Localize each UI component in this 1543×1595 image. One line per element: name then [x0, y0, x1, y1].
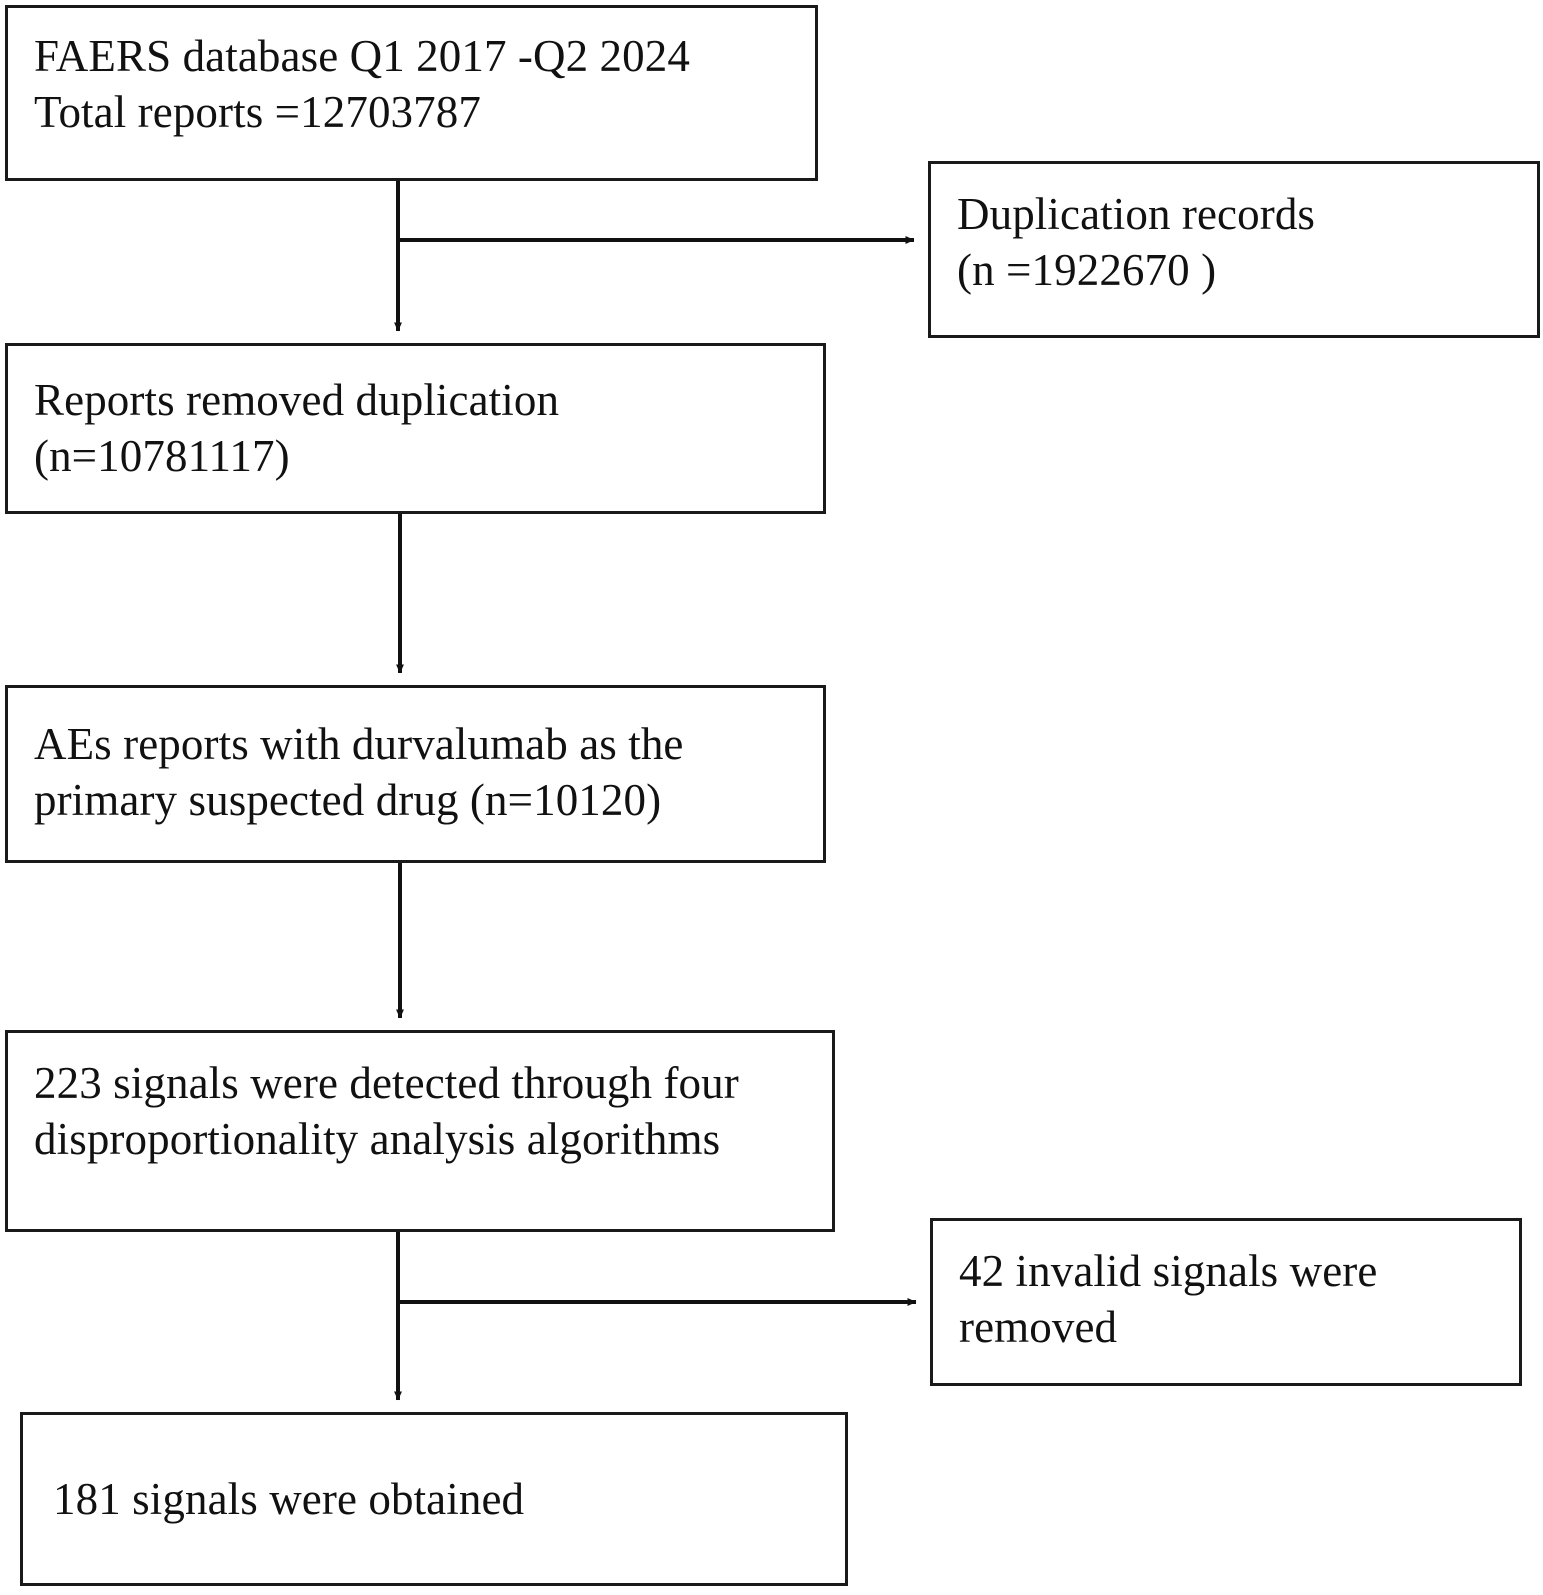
node-final-signals-obtained: 181 signals were obtained	[20, 1412, 848, 1586]
node-ae-reports-durvalumab-label: AEs reports with durvalumab as the prima…	[34, 719, 684, 826]
node-reports-removed-duplication-label: Reports removed duplication (n=10781117)	[34, 375, 560, 482]
node-final-signals-obtained-label: 181 signals were obtained	[53, 1473, 525, 1524]
node-signals-detected-label: 223 signals were detected through four d…	[34, 1058, 739, 1165]
node-ae-reports-durvalumab: AEs reports with durvalumab as the prima…	[5, 685, 826, 863]
node-invalid-signals-removed-label: 42 invalid signals were removed	[959, 1246, 1378, 1353]
node-duplication-records-label: Duplication records (n =1922670 )	[957, 189, 1316, 296]
node-source-database-label: FAERS database Q1 2017 -Q2 2024 Total re…	[34, 31, 690, 138]
node-source-database: FAERS database Q1 2017 -Q2 2024 Total re…	[5, 5, 818, 181]
node-reports-removed-duplication: Reports removed duplication (n=10781117)	[5, 343, 826, 514]
node-signals-detected: 223 signals were detected through four d…	[5, 1030, 835, 1232]
node-duplication-records: Duplication records (n =1922670 )	[928, 161, 1540, 338]
node-invalid-signals-removed: 42 invalid signals were removed	[930, 1218, 1522, 1386]
